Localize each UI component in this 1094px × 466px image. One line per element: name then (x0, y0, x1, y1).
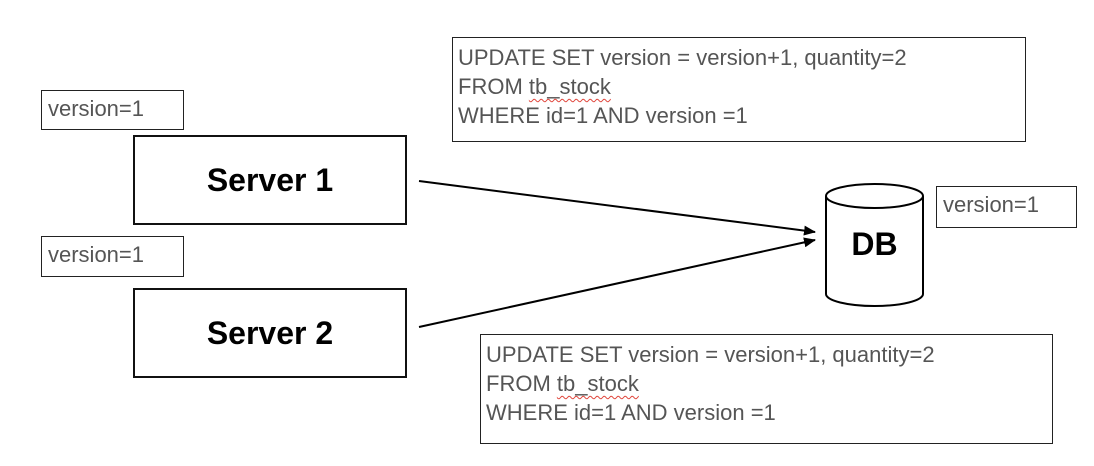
query-2-line-3: WHERE id=1 AND version =1 (486, 400, 776, 425)
database-cylinder-icon (825, 183, 924, 307)
query-1-line-1: UPDATE SET version = version+1, quantity… (458, 45, 907, 70)
db-label: DB (851, 226, 898, 262)
server-1-label: Server 1 (206, 161, 334, 198)
query-2-from-keyword: FROM (486, 371, 557, 396)
server-2-version-tag: version=1 (41, 236, 184, 277)
query-2-table-name: tb_stock (556, 371, 639, 396)
server-1-box: Server 1 (133, 135, 407, 225)
arrow-server-1-to-db (418, 180, 816, 236)
db-version-tag: version=1 (936, 186, 1077, 228)
query-2-line-2: FROM tb_stock (486, 369, 1052, 398)
arrow-server-2-to-db (418, 237, 816, 328)
query-2-line-1: UPDATE SET version = version+1, quantity… (486, 342, 935, 367)
query-1-table-name: tb_stock (528, 74, 611, 99)
query-box-2: UPDATE SET version = version+1, quantity… (480, 334, 1053, 444)
query-box-1: UPDATE SET version = version+1, quantity… (452, 37, 1026, 142)
server-2-label: Server 2 (206, 314, 334, 351)
query-1-from-keyword: FROM (458, 74, 529, 99)
server-1-version-tag: version=1 (41, 90, 184, 130)
query-1-line-3: WHERE id=1 AND version =1 (458, 103, 748, 128)
server-2-box: Server 2 (133, 288, 407, 378)
query-1-line-2: FROM tb_stock (458, 72, 1025, 101)
